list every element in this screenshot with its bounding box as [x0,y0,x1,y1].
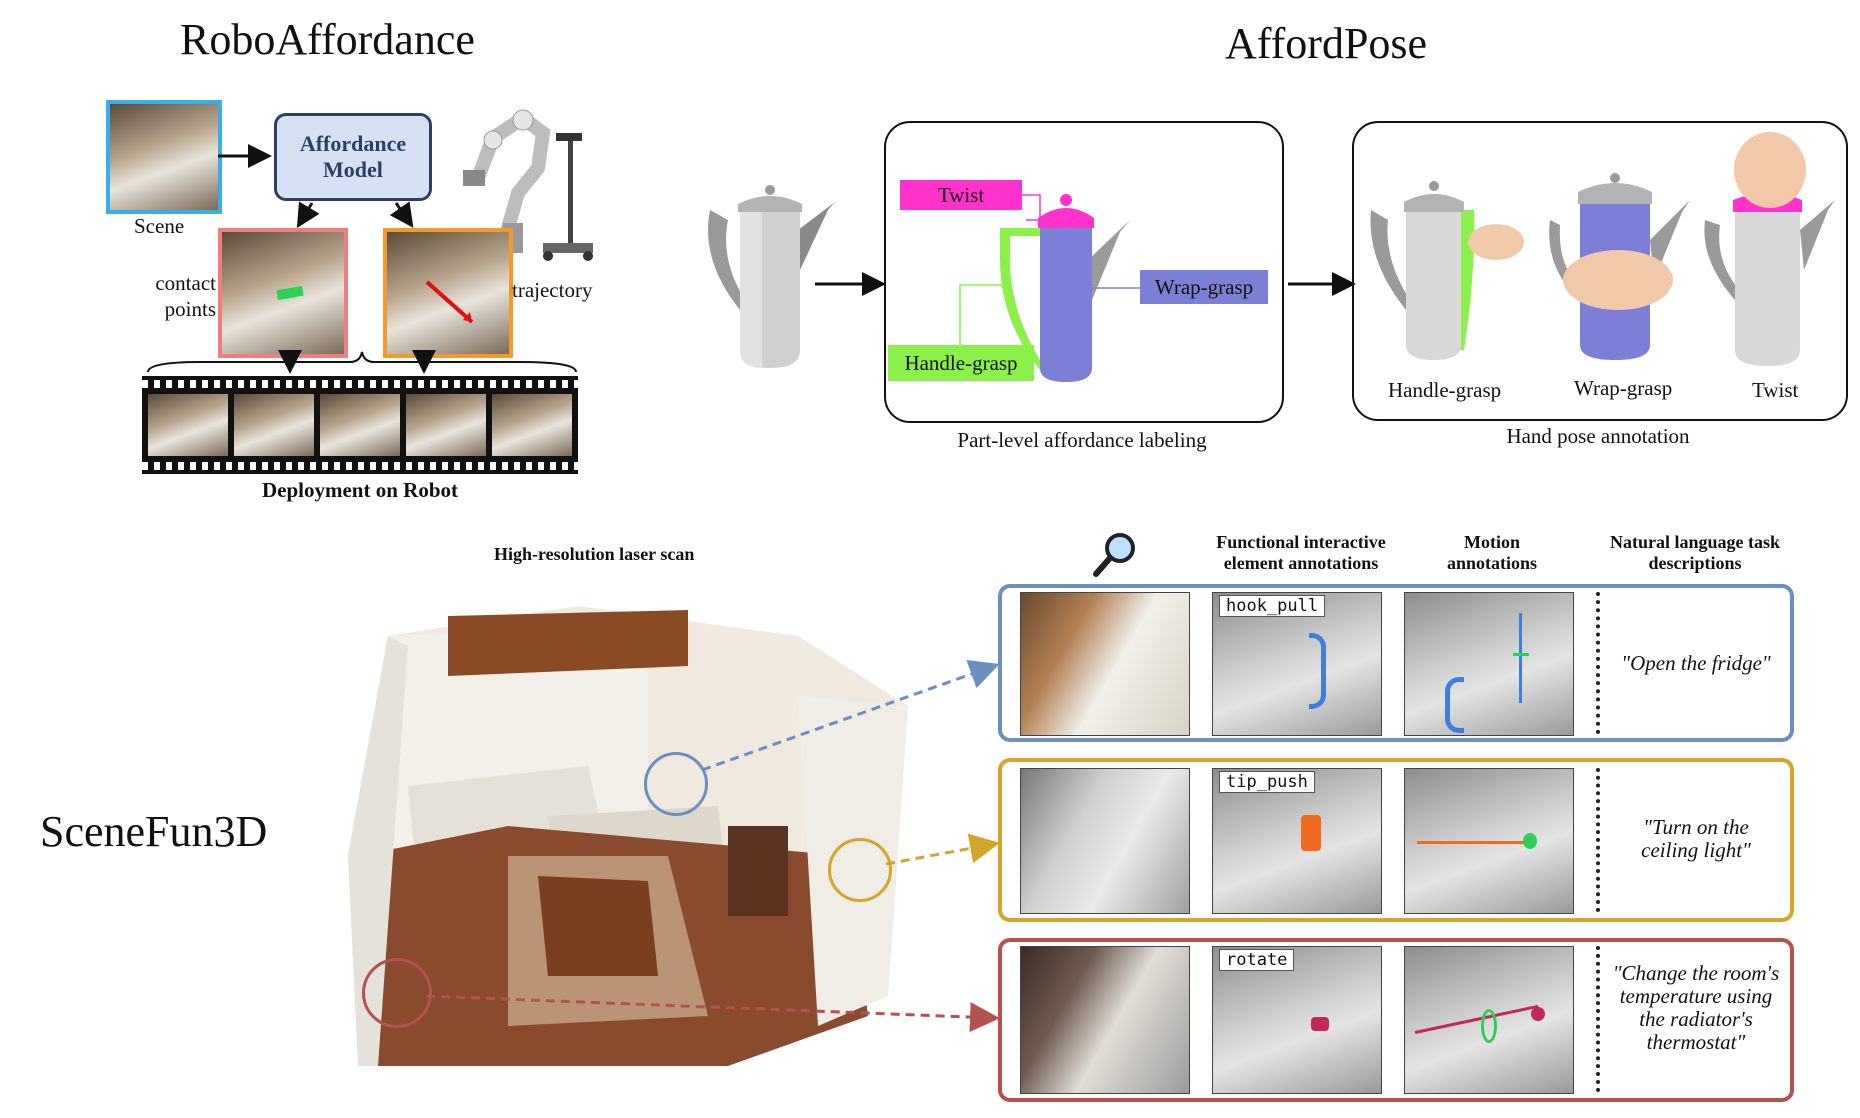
affordpose-title: AffordPose [1225,19,1428,68]
row1-quote: "Open the fridge" [1621,651,1771,675]
wrap-grasp-label: Wrap-grasp [1154,275,1254,299]
scan-circle-fridge [644,752,708,816]
scenefun3d-title: SceneFun3D [40,807,268,856]
teapot-plain [708,185,835,368]
row1-motion [1404,592,1574,736]
annotation-row-light [998,758,1794,922]
teapot-wrap-grasp [1549,173,1690,360]
magnifier-icon [1093,533,1135,577]
trajectory-label: trajectory [512,278,593,302]
row2-functional: tip_push [1212,768,1382,914]
contact-points-label: contact points [155,271,216,321]
affordpose-arrows [815,272,1356,296]
deployment-filmstrip [142,376,578,474]
row2-divider [1596,768,1600,912]
row2-tag: tip_push [1219,771,1315,793]
header-language: Natural language task descriptions [1609,532,1780,573]
part-level-caption: Part-level affordance labeling [957,428,1207,452]
handle-grasp-label: Handle-grasp [904,351,1018,375]
row3-functional: rotate [1212,946,1382,1094]
annotation-row-fridge [998,584,1794,742]
part-leader-lines [959,194,1140,345]
teapot-twist [1704,132,1835,366]
row1-divider [1596,592,1600,734]
robo-arrows [147,144,577,374]
row3-quote: "Change the room's temperature using the… [1612,961,1780,1054]
scene-image [106,100,222,214]
hand-pose-caption: Hand pose annotation [1506,424,1690,448]
affordance-model-box: Affordance Model [274,113,432,201]
pose-label-twist: Twist [1752,378,1799,402]
robot-arm-illustration [463,109,593,261]
affordance-model-label: Affordance Model [299,131,407,182]
handle-grasp-label-box: Handle-grasp [888,345,1034,381]
row1-tag: hook_pull [1219,595,1326,617]
row1-photo [1020,592,1190,736]
scan-circle-light [828,838,892,902]
header-functional: Functional interactive element annotatio… [1216,532,1386,573]
header-motion: Motion annotations [1446,532,1538,573]
row2-motion [1404,768,1574,914]
hand-pose-panel [1352,121,1848,421]
twist-label-box: Twist [900,180,1022,210]
scan-circle-radiator [362,958,432,1028]
row3-divider [1596,946,1600,1092]
deployment-label: Deployment on Robot [261,478,458,502]
row2-photo [1020,768,1190,914]
laser-scan-label: High-resolution laser scan [494,544,695,564]
pose-label-handle: Handle-grasp [1388,378,1502,402]
row3-motion [1404,946,1574,1094]
teapot-handle-grasp [1370,181,1524,360]
part-level-panel [884,121,1284,423]
wrap-grasp-label-box: Wrap-grasp [1140,270,1268,304]
pose-label-wrap: Wrap-grasp [1574,376,1673,400]
row1-functional: hook_pull [1212,592,1382,736]
row3-photo [1020,946,1190,1094]
teapot-labeled [1000,194,1130,382]
trajectory-image [383,228,513,358]
annotation-row-radiator [998,938,1794,1102]
laser-scan-image [348,596,908,1086]
row3-tag: rotate [1219,949,1295,971]
row2-quote: "Turn on the ceiling light" [1641,815,1751,862]
roboaffordance-title: RoboAffordance [180,15,475,64]
scene-label: Scene [134,214,185,238]
twist-label: Twist [937,183,985,207]
